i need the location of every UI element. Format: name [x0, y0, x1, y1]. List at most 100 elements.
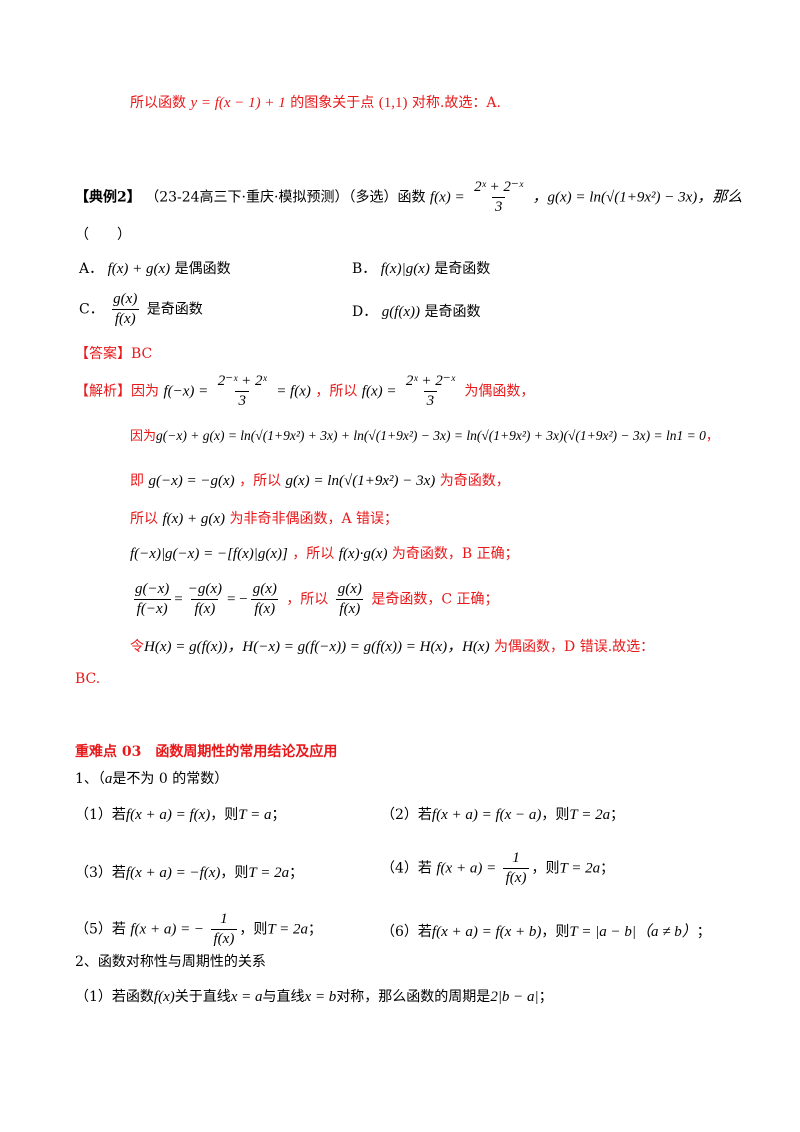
g-def: ，g(x) = ln(√(1+9x²) − 3x)，那么: [532, 189, 743, 206]
item-then: ，则: [531, 860, 560, 877]
p1-var: a: [104, 771, 113, 787]
top-formula: y = f(x − 1) + 1: [190, 95, 286, 111]
fraction-num: 2ˣ + 2⁻ˣ: [405, 373, 455, 389]
item-math: f(x + a) = f(x − a): [431, 807, 542, 823]
q1-text: 与直线: [262, 989, 305, 1005]
item-math: f(x + a) = −f(x): [125, 865, 221, 881]
top-suffix: 对称.故选：A.: [411, 95, 501, 111]
option-c-label: C．: [79, 301, 104, 318]
answer-value: BC: [131, 346, 153, 362]
math-h-def: H(x) = g(f(x))，H(−x) = g(f(−x)) = g(f(x)…: [144, 639, 490, 655]
analysis-text: ，所以: [239, 473, 282, 489]
option-c-den: f(x): [111, 309, 139, 327]
analysis-label: 【解析】: [75, 383, 131, 400]
analysis-text: 因为: [130, 429, 157, 444]
fraction-num: 1: [220, 911, 228, 927]
item-end: ；: [696, 924, 711, 940]
f-def-lhs: f(x) =: [429, 189, 465, 206]
analysis-text: 为奇函数，B 正确；: [391, 546, 519, 562]
item-5-fraction: 1 f(x): [210, 911, 238, 947]
option-b-text: 是奇函数: [434, 261, 491, 277]
analysis-line-7: 令H(x) = g(f(x))，H(−x) = g(f(−x)) = g(f(x…: [130, 640, 654, 655]
math-g-sum: g(−x) + g(x) = ln(√(1+9x²) + 3x) + ln(√(…: [156, 428, 706, 443]
q1-end: ；: [538, 989, 553, 1005]
option-d-label: D．: [352, 304, 378, 320]
analysis-text: 为非奇非偶函数，A 错误；: [229, 511, 399, 527]
equals-sign: =: [174, 591, 183, 608]
f-def-den: 3: [491, 197, 506, 215]
item-no: （2）若: [381, 807, 432, 823]
option-b-math: f(x)|g(x): [380, 261, 430, 277]
analysis-text: ，所以: [292, 546, 335, 562]
math-fx: = f(x): [276, 383, 311, 400]
math-fx-def: f(x) =: [361, 383, 397, 400]
analysis-text: 所以: [130, 511, 158, 527]
q1-no: （1）若函数: [75, 989, 154, 1005]
item-end: ；: [289, 865, 304, 881]
option-c-text: 是奇函数: [146, 301, 203, 318]
answer-line: 【答案】BC: [75, 347, 152, 361]
top-point: (1,1): [378, 95, 408, 111]
math-g-odd: g(−x) = −g(x): [148, 473, 235, 489]
item-period: T = 2a: [267, 921, 309, 938]
math-fg-dot: f(x)·g(x): [338, 546, 388, 562]
q1-x2: x = b: [304, 989, 337, 1005]
f-def-fraction: 2ˣ + 2⁻ˣ 3: [471, 180, 526, 215]
analysis-text: 为奇函数，: [439, 473, 510, 489]
option-d: D． g(f(x)) 是奇函数: [352, 305, 480, 320]
item-2: （2）若f(x + a) = f(x − a)，则T = 2a；: [381, 808, 624, 823]
option-c-fraction: g(x) f(x): [110, 292, 140, 327]
fraction-num: 1: [512, 850, 520, 866]
section-p1: 1、（a是不为 0 的常数）: [75, 772, 228, 787]
top-prefix: 所以函数: [130, 95, 186, 111]
fraction-den: f(x): [336, 599, 364, 617]
item-no: （3）若: [75, 865, 126, 881]
math-g-def: g(x) = ln(√(1+9x²) − 3x): [285, 473, 436, 489]
q1-x1: x = a: [230, 989, 263, 1005]
analysis-text: 为偶函数，D 错误.故选：: [494, 639, 655, 655]
fraction-num: g(x): [252, 581, 277, 597]
item-period: T = a: [238, 807, 272, 823]
fraction-num: g(−x): [135, 581, 170, 597]
item-3: （3）若f(x + a) = −f(x)，则T = 2a；: [75, 866, 303, 881]
item-math: f(x + a) =: [436, 860, 497, 877]
item-1: （1）若f(x + a) = f(x)，则T = a；: [75, 808, 286, 823]
item-no: （4）若: [381, 860, 432, 877]
section-p2: 2、函数对称性与周期性的关系: [75, 954, 266, 970]
item-5: （5）若 f(x + a) = − 1 f(x) ，则T = 2a；: [75, 912, 322, 947]
fraction-den: f(−x): [133, 599, 171, 617]
option-c: C． g(x) f(x) 是奇函数: [79, 292, 203, 327]
analysis-text: 令: [130, 639, 144, 655]
analysis-text: 是奇函数，C 正确；: [371, 591, 499, 608]
analysis-line-5: f(−x)|g(−x) = −[f(x)|g(x)] ，所以 f(x)·g(x)…: [130, 547, 519, 562]
item-end: ；: [308, 921, 323, 938]
item-no: （5）若: [75, 921, 126, 938]
analysis-text: 为偶函数，: [464, 383, 535, 400]
analysis-text: ，: [705, 429, 719, 444]
fraction-den: f(x): [502, 868, 530, 886]
item-period: T = 2a: [559, 860, 601, 877]
q1-period: 2|b − a|: [490, 989, 539, 1005]
option-a-text: 是偶函数: [174, 261, 231, 277]
analysis-text: ，所以: [315, 383, 358, 400]
analysis-fraction-1: 2⁻ˣ + 2ˣ 3: [215, 374, 270, 409]
example-source: （23-24高三下·重庆·模拟预测）（多选）函数: [145, 189, 426, 206]
q1-text: 对称，那么函数的周期是: [336, 989, 491, 1005]
analysis-line-2: 因为g(−x) + g(x) = ln(√(1+9x²) + 3x) + ln(…: [130, 429, 719, 443]
item-6: （6）若f(x + a) = f(x + b)，则T = |a − b|（a ≠…: [381, 925, 711, 940]
fraction-den: f(x): [191, 599, 219, 617]
item-period: T = 2a: [569, 807, 611, 823]
option-a-math: f(x) + g(x): [107, 261, 171, 277]
item-period: T = |a − b|: [569, 924, 636, 940]
math-f-neg: f(−x) =: [163, 383, 209, 400]
top-line: 所以函数 y = f(x − 1) + 1 的图象关于点 (1,1) 对称.故选…: [130, 96, 501, 111]
item-4-fraction: 1 f(x): [502, 850, 530, 886]
analysis-line-6: g(−x) f(−x) = −g(x) f(x) = − g(x) f(x) ，…: [130, 582, 499, 617]
analysis-line-3: 即 g(−x) = −g(x) ，所以 g(x) = ln(√(1+9x²) −…: [130, 474, 510, 489]
item-then: ，则: [541, 807, 570, 823]
item-4: （4）若 f(x + a) = 1 f(x) ，则T = 2a；: [381, 851, 614, 886]
analysis-line-8: BC.: [75, 671, 101, 687]
option-b-label: B．: [352, 261, 377, 277]
frac-3: g(x) f(x): [250, 582, 280, 617]
item-no: （1）若: [75, 807, 126, 823]
